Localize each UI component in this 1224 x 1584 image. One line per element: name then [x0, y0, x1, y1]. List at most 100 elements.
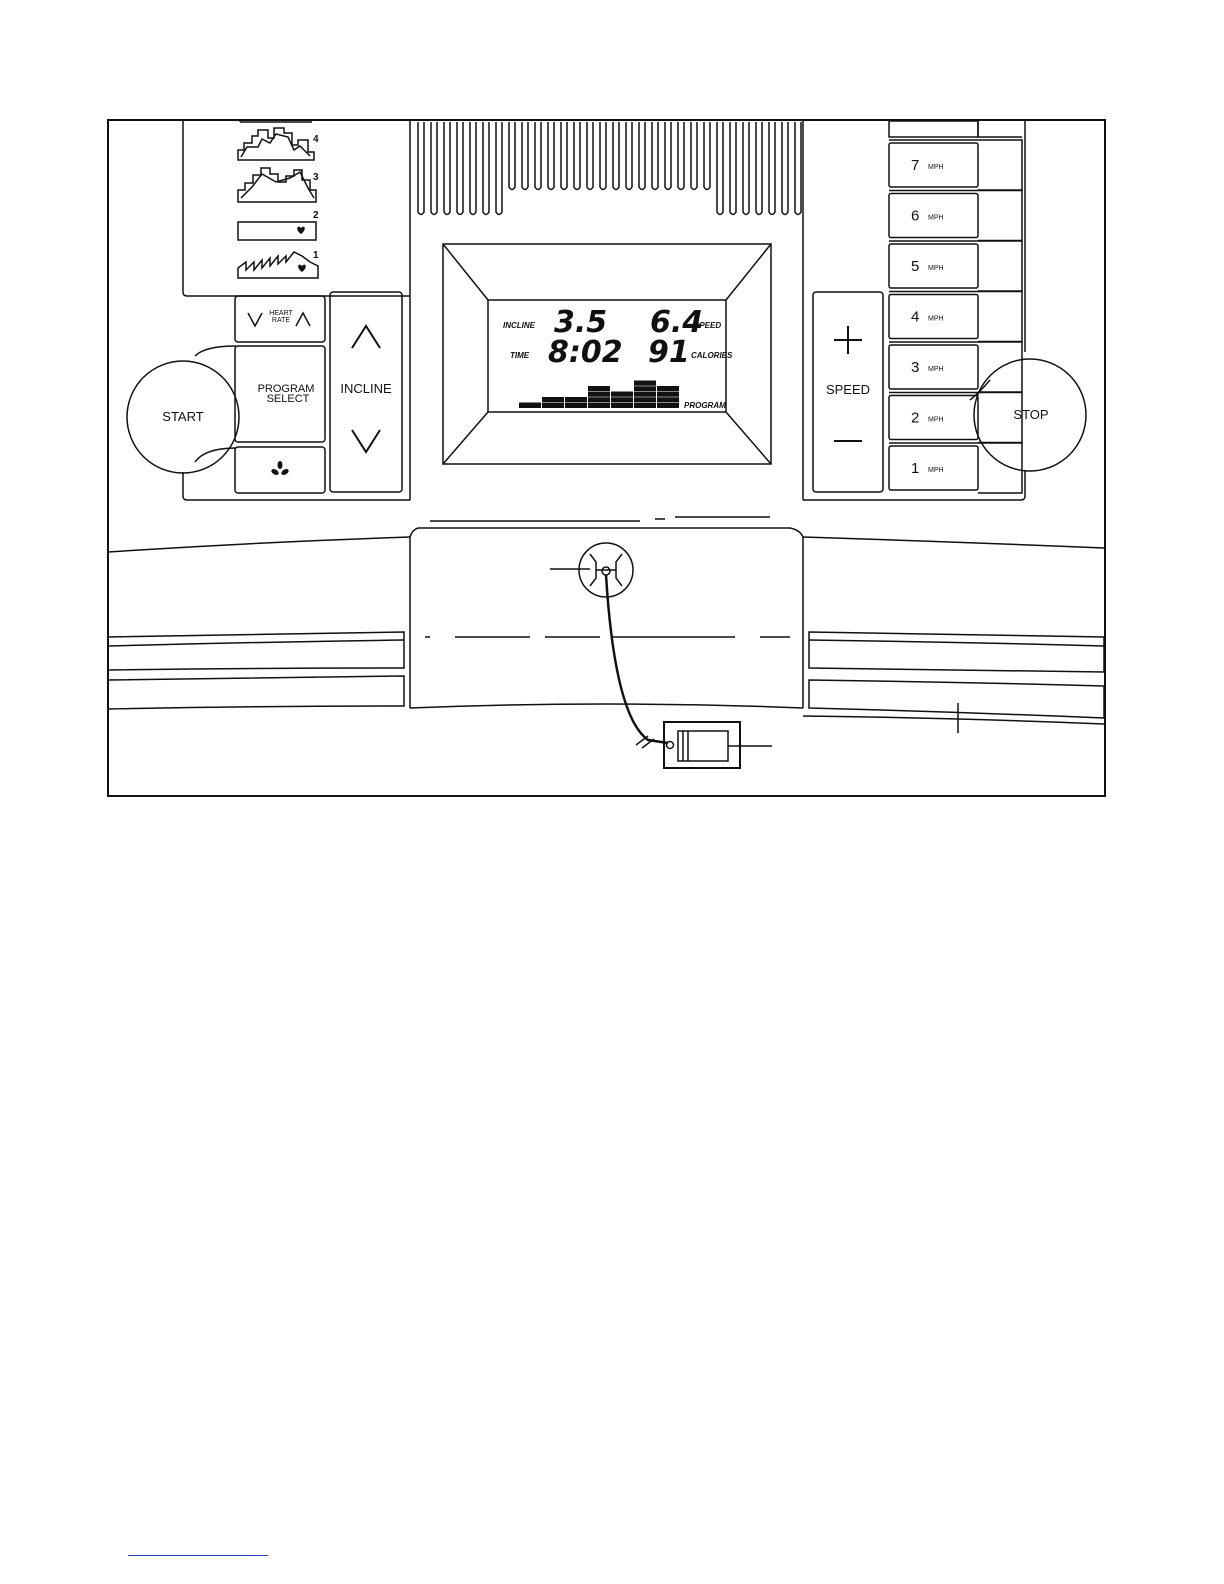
speed-preset-unit: MPH — [928, 215, 944, 222]
grille-slot — [535, 122, 541, 190]
speed-preset-unit: MPH — [928, 467, 944, 474]
display-profile-bars — [519, 381, 679, 409]
right-rail-upper — [809, 632, 1104, 672]
left-rail-lower — [108, 640, 404, 709]
left-rail-upper — [108, 632, 404, 670]
speed-preset-number: 1 — [911, 460, 919, 477]
grille-slot — [444, 122, 450, 215]
grille-slot — [600, 122, 606, 190]
grille-slot — [431, 122, 437, 215]
footer-rule — [128, 1555, 268, 1556]
display-time-value: 8:02 — [548, 335, 623, 370]
heart-rate-up-icon — [296, 313, 310, 326]
speed-preset-outline — [889, 443, 1022, 493]
speed-button-label: SPEED — [826, 382, 870, 397]
fan-button[interactable] — [235, 447, 325, 493]
program-profile-1 — [238, 252, 318, 278]
grille-slot — [509, 122, 515, 190]
key-cord — [606, 575, 668, 743]
grille-slot — [548, 122, 554, 190]
speed-preset-button-6[interactable]: 6 MPH — [889, 191, 1022, 241]
speed-preset-unit: MPH — [928, 417, 944, 424]
grille-slot — [730, 122, 736, 215]
grille-slot — [561, 122, 567, 190]
speed-preset-number: 6 — [911, 208, 919, 225]
speed-preset-8-edge — [978, 121, 1022, 137]
speed-preset-outline — [889, 393, 1022, 443]
heart-rate-down-icon — [248, 313, 262, 326]
left-panel-bottom — [183, 472, 410, 500]
grille-slot — [704, 122, 710, 190]
upper-tray-edge — [108, 537, 1104, 552]
speed-preset-8-partial[interactable] — [889, 121, 978, 137]
display-program-label: PROGRAM — [684, 401, 726, 410]
profile-bar — [634, 381, 656, 409]
heart-icon — [297, 227, 305, 234]
speed-preset-number: 5 — [911, 258, 919, 275]
speed-preset-button-7[interactable]: 7 MPH — [889, 140, 1022, 190]
speed-preset-unit: MPH — [928, 316, 944, 323]
cord-break-marks — [636, 736, 654, 748]
program-number-1: 1 — [313, 250, 319, 261]
speed-preset-unit: MPH — [928, 164, 944, 171]
heart-icon-program-1 — [298, 265, 306, 272]
display-speed-label: SPEED — [694, 321, 721, 330]
speed-preset-number: 7 — [911, 157, 919, 174]
safety-clip-ring — [667, 742, 674, 749]
program-number-4: 4 — [313, 134, 319, 145]
grille-slot — [678, 122, 684, 190]
center-console-sides — [410, 537, 803, 708]
display-time-label: TIME — [510, 351, 530, 360]
grille-slot — [756, 122, 762, 215]
heart-rate-label-line2: RATE — [272, 317, 290, 324]
grille-slot — [782, 122, 788, 215]
grille-slot — [574, 122, 580, 190]
profile-bar — [519, 403, 541, 409]
program-number-3: 3 — [313, 172, 319, 183]
grille-slot — [587, 122, 593, 190]
stop-button-label: STOP — [1013, 407, 1048, 422]
profile-bar — [611, 392, 633, 409]
left-panel-outline — [183, 121, 410, 296]
grille-slot — [665, 122, 671, 190]
program-number-2: 2 — [313, 210, 319, 221]
safety-clip-face — [678, 731, 728, 761]
grille-slot — [613, 122, 619, 190]
grille-slot — [717, 122, 723, 215]
heart-rate-label-line1: HEART — [269, 310, 293, 317]
grille-slot — [483, 122, 489, 215]
speed-preset-unit: MPH — [928, 265, 944, 272]
speed-preset-button-4[interactable]: 4 MPH — [889, 292, 1022, 342]
grille-slot — [691, 122, 697, 190]
grille-slot — [496, 122, 502, 215]
speed-preset-number: 2 — [911, 410, 919, 427]
display-calories-value: 91 — [648, 335, 690, 370]
program-profile-3 — [238, 168, 316, 202]
grille-slot — [743, 122, 749, 215]
center-console-bottom — [410, 704, 803, 708]
program-profile-4 — [238, 128, 314, 160]
program-profiles — [238, 119, 318, 278]
grille-slot — [457, 122, 463, 215]
grille-slot — [639, 122, 645, 190]
grille-slot — [769, 122, 775, 215]
dashed-line-top — [430, 517, 770, 521]
speed-preset-button-2[interactable]: 2 MPH — [889, 393, 1022, 443]
speed-preset-outline — [889, 140, 1022, 190]
speed-preset-number: 4 — [911, 309, 919, 326]
grille-slot — [470, 122, 476, 215]
key-holder-hole — [602, 567, 610, 575]
display-incline-label: INCLINE — [503, 321, 536, 330]
program-profile-2 — [238, 222, 316, 240]
incline-down-icon — [352, 430, 380, 452]
center-console-top — [410, 528, 803, 537]
speed-preset-button-1[interactable]: 1 MPH — [889, 443, 1022, 493]
incline-button-label: INCLINE — [340, 381, 392, 396]
incline-up-icon — [352, 326, 380, 348]
fan-grille — [418, 122, 801, 215]
speed-preset-button-5[interactable]: 5 MPH — [889, 241, 1022, 291]
grille-slot — [522, 122, 528, 190]
grille-slot — [418, 122, 424, 215]
speed-plus-icon — [834, 326, 862, 354]
